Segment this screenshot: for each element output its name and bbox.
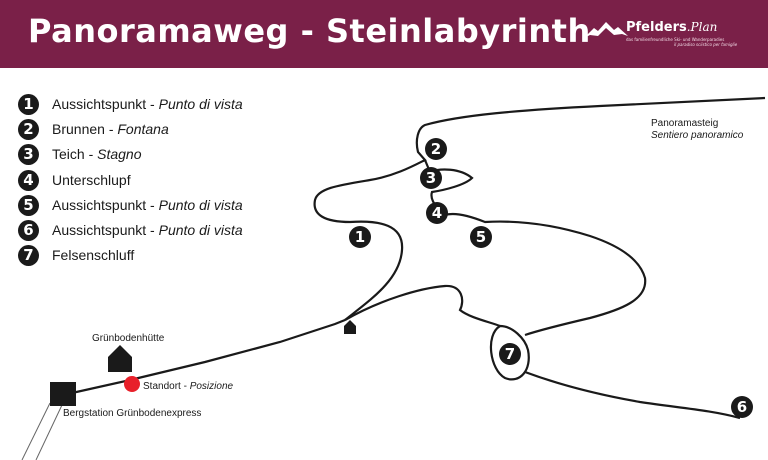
trail-loop-7 bbox=[489, 324, 530, 381]
legend-label-it: Punto di vista bbox=[158, 96, 243, 112]
legend-label-de: Teich - bbox=[52, 146, 98, 162]
map-marker-2[interactable]: 2 bbox=[425, 138, 447, 160]
logo-tagline-it: il paradiso sciistico per famiglie bbox=[674, 42, 738, 47]
standort-label: Standort - Posizione bbox=[143, 381, 234, 392]
map-marker-6[interactable]: 6 bbox=[731, 396, 753, 418]
legend-number: 3 bbox=[18, 144, 39, 165]
hut-label: Grünbodenhütte bbox=[92, 333, 165, 344]
legend-label-de: Unterschlupf bbox=[52, 172, 131, 188]
access-path bbox=[62, 318, 346, 397]
hut-icon bbox=[108, 345, 132, 372]
header-banner: Panoramaweg - Steinlabyrinth Pfelders.Pl… bbox=[0, 0, 768, 68]
legend-label-it: Fontana bbox=[117, 121, 169, 137]
trail-east bbox=[524, 370, 741, 420]
trail-south bbox=[344, 284, 501, 328]
station-label: Bergstation Grünbodenexpress bbox=[63, 408, 202, 419]
legend-number: 4 bbox=[18, 170, 39, 191]
pfelders-logo[interactable]: Pfelders.Plan das familienfreundliche Sk… bbox=[584, 20, 754, 56]
logo-tagline-de: das familienfreundliche Ski- und Wanderp… bbox=[626, 37, 725, 42]
current-position-marker[interactable] bbox=[124, 376, 140, 392]
cable-line bbox=[21, 402, 51, 460]
cable-line bbox=[35, 404, 63, 460]
shelter-icon bbox=[344, 320, 356, 334]
page-title: Panoramaweg - Steinlabyrinth bbox=[28, 12, 591, 50]
legend-number: 5 bbox=[18, 195, 39, 216]
trail-inner bbox=[423, 159, 647, 337]
map-marker-4[interactable]: 4 bbox=[426, 202, 448, 224]
station-building-icon bbox=[50, 382, 76, 406]
panoramasteig-label: Panoramasteig bbox=[651, 118, 719, 129]
legend-label-it: Stagno bbox=[97, 146, 142, 162]
map-marker-5[interactable]: 5 bbox=[470, 226, 492, 248]
legend-label-de: Aussichtspunkt - bbox=[52, 96, 159, 112]
trail-loop bbox=[313, 96, 766, 321]
legend-label-it: Punto di vista bbox=[158, 197, 243, 213]
legend-label-de: Aussichtspunkt - bbox=[52, 222, 159, 238]
legend-number: 7 bbox=[18, 245, 39, 266]
legend-label-de: Brunnen - bbox=[52, 121, 118, 137]
mountain-logo-icon bbox=[584, 22, 628, 38]
logo-wordmark: Pfelders.Plan bbox=[626, 20, 718, 35]
sentiero-label: Sentiero panoramico bbox=[651, 130, 744, 141]
legend-label-de: Felsenschluff bbox=[52, 247, 135, 263]
map-marker-7[interactable]: 7 bbox=[499, 343, 521, 365]
legend-label-de: Aussichtspunkt - bbox=[52, 197, 159, 213]
legend-number: 6 bbox=[18, 220, 39, 241]
map-marker-1[interactable]: 1 bbox=[349, 226, 371, 248]
legend-label-it: Punto di vista bbox=[158, 222, 243, 238]
legend-number: 1 bbox=[18, 94, 39, 115]
map-marker-3[interactable]: 3 bbox=[420, 167, 442, 189]
legend-number: 2 bbox=[18, 119, 39, 140]
